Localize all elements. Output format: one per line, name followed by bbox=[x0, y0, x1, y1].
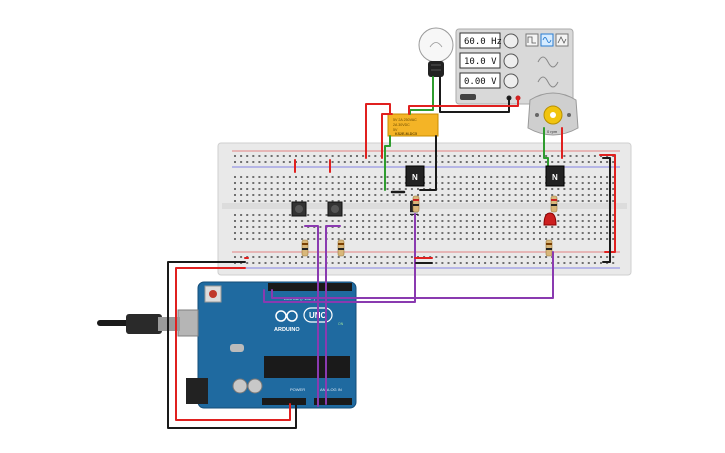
motor-rpm-label: 0 rpm bbox=[547, 129, 558, 134]
usb-port bbox=[177, 309, 199, 337]
breadboard-holes bbox=[234, 155, 615, 264]
push-button-left[interactable] bbox=[291, 201, 307, 217]
svg-text:N: N bbox=[412, 173, 418, 182]
dc-motor[interactable]: 0 rpm bbox=[527, 92, 579, 136]
offset-knob[interactable] bbox=[503, 73, 519, 89]
analog-header bbox=[314, 398, 352, 405]
svg-text:POWER: POWER bbox=[290, 387, 305, 392]
relay[interactable]: 5V 2A 250VAC 2A 30VDC 5V KS2E-M-DC5 bbox=[387, 113, 439, 137]
resistor-1 bbox=[301, 239, 309, 257]
power-switch[interactable] bbox=[460, 94, 476, 100]
power-jack bbox=[186, 378, 208, 404]
triangle-wave-button[interactable] bbox=[555, 33, 569, 47]
svg-text:ANALOG IN: ANALOG IN bbox=[320, 387, 342, 392]
breadboard[interactable] bbox=[217, 142, 632, 276]
frequency-knob[interactable] bbox=[503, 33, 519, 49]
wires-bottom[interactable] bbox=[167, 213, 554, 429]
light-bulb[interactable] bbox=[418, 27, 454, 77]
digital-header bbox=[268, 283, 352, 291]
resistors[interactable] bbox=[301, 195, 558, 257]
amplitude-display: 10.0 V bbox=[464, 57, 497, 67]
resistor-3 bbox=[412, 195, 420, 213]
svg-text:2A 30VDC: 2A 30VDC bbox=[393, 123, 410, 127]
push-button-right[interactable] bbox=[327, 201, 343, 217]
amplitude-knob[interactable] bbox=[503, 53, 519, 69]
power-header bbox=[262, 398, 306, 405]
waveform-preview-icon bbox=[537, 56, 559, 68]
atmega-chip bbox=[264, 356, 350, 378]
wires-top[interactable] bbox=[294, 76, 616, 263]
resistor-5 bbox=[545, 239, 553, 257]
arduino-uno[interactable]: DIGITAL (PWM~) ARDUINO UNO ON POWER ANAL… bbox=[177, 281, 357, 409]
transistor-left[interactable]: N bbox=[405, 165, 425, 187]
svg-text:5V: 5V bbox=[393, 128, 398, 132]
arduino-logo-icon bbox=[275, 310, 298, 322]
svg-text:N: N bbox=[552, 173, 558, 182]
transistor-right[interactable]: N bbox=[545, 165, 565, 187]
red-led[interactable] bbox=[543, 212, 557, 226]
svg-text:ON: ON bbox=[338, 322, 344, 326]
resistor-2 bbox=[337, 239, 345, 257]
svg-text:5V 2A 250VAC: 5V 2A 250VAC bbox=[393, 118, 417, 122]
svg-text:KS2E-M-DC5: KS2E-M-DC5 bbox=[395, 132, 417, 136]
resistor-4 bbox=[550, 195, 558, 213]
offset-display: 0.00 V bbox=[464, 77, 497, 87]
function-generator[interactable]: 60.0 Hz 10.0 V 0.00 V bbox=[455, 28, 574, 105]
svg-text:ARDUINO: ARDUINO bbox=[274, 327, 300, 333]
frequency-display: 60.0 Hz bbox=[464, 37, 502, 47]
